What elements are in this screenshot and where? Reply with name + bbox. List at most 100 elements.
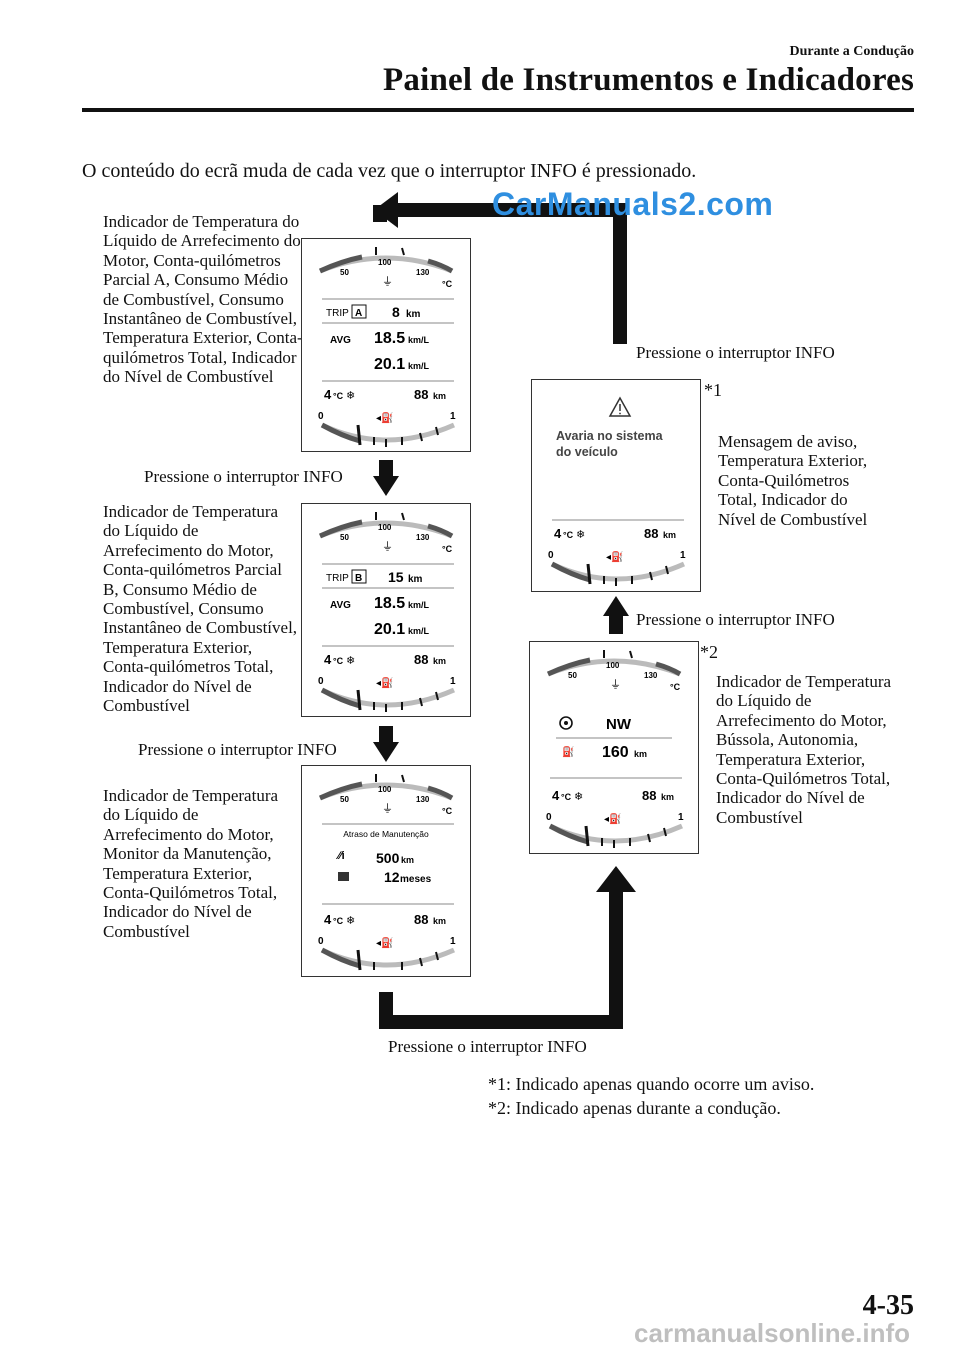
display-trip-b: 50 100 130 °C ⏚ TRIP B 15 km AVG 18.5 km… bbox=[301, 503, 471, 717]
svg-text:0: 0 bbox=[318, 676, 324, 687]
arrow-down-icon bbox=[373, 726, 399, 762]
svg-text:°C: °C bbox=[563, 530, 574, 540]
svg-text:50: 50 bbox=[340, 533, 349, 542]
svg-text:°C: °C bbox=[442, 544, 453, 554]
svg-text:1: 1 bbox=[450, 411, 456, 422]
snowflake-icon: ❄ bbox=[574, 791, 583, 803]
svg-text:km/L: km/L bbox=[408, 335, 430, 345]
svg-text:NW: NW bbox=[606, 716, 632, 733]
fuel-gauge: 0 1 ◂⛽ bbox=[318, 676, 456, 712]
svg-text:18.5: 18.5 bbox=[374, 595, 405, 612]
svg-text:1: 1 bbox=[450, 936, 456, 947]
fuel-gauge: 0 1 ◂⛽ bbox=[318, 936, 456, 971]
fuel-pump-icon: ⛽ bbox=[562, 745, 574, 758]
footnote-1: *1: Indicado apenas quando ocorre um avi… bbox=[488, 1074, 815, 1094]
svg-text:°C: °C bbox=[333, 916, 344, 926]
snowflake-icon: ❄ bbox=[576, 529, 585, 541]
svg-text:km: km bbox=[408, 574, 423, 585]
svg-text:88: 88 bbox=[414, 387, 428, 402]
snowflake-icon: ❄ bbox=[346, 915, 355, 927]
coolant-temp-gauge: 50 100 130 °C ⏚ bbox=[318, 774, 454, 816]
compass-icon bbox=[559, 716, 573, 730]
intro-text: O conteúdo do ecrã muda de cada vez que … bbox=[82, 160, 697, 182]
svg-text:1: 1 bbox=[450, 676, 456, 687]
svg-text:B: B bbox=[355, 573, 362, 584]
svg-text:TRIP: TRIP bbox=[326, 308, 349, 319]
page-title: Painel de Instrumentos e Indicadores bbox=[383, 62, 914, 98]
svg-text:4: 4 bbox=[552, 788, 560, 803]
svg-text:18.5: 18.5 bbox=[374, 330, 405, 347]
press-info-label: Pressione o interruptor INFO bbox=[138, 740, 337, 759]
header-divider bbox=[82, 108, 914, 112]
svg-text:1: 1 bbox=[678, 812, 684, 823]
svg-text:100: 100 bbox=[606, 661, 620, 670]
footer-watermark: carmanualsonline.info bbox=[634, 1318, 910, 1348]
svg-text:km: km bbox=[634, 749, 647, 759]
coolant-temp-gauge: 50 100 130 °C ⏚ bbox=[546, 650, 682, 692]
coolant-icon: ⏚ bbox=[382, 275, 393, 288]
svg-text:130: 130 bbox=[644, 671, 658, 680]
arrow-up-icon bbox=[596, 866, 636, 892]
svg-text:°C: °C bbox=[561, 792, 572, 802]
svg-text:km: km bbox=[406, 309, 421, 320]
press-info-label: Pressione o interruptor INFO bbox=[144, 467, 343, 486]
coolant-temp-gauge: 50 100 130 °C ⏚ bbox=[318, 512, 454, 554]
snowflake-icon: ❄ bbox=[346, 390, 355, 402]
svg-text:88: 88 bbox=[644, 526, 658, 541]
watermark: CarManuals2.com bbox=[492, 186, 774, 222]
svg-text:130: 130 bbox=[416, 268, 430, 277]
svg-text:°C: °C bbox=[442, 806, 453, 816]
svg-text:4: 4 bbox=[324, 387, 332, 402]
svg-text:100: 100 bbox=[378, 523, 392, 532]
warning-triangle-icon bbox=[608, 396, 632, 417]
fuel-pump-icon: ◂⛽ bbox=[376, 936, 393, 949]
svg-text:km: km bbox=[433, 391, 446, 401]
svg-text:20.1: 20.1 bbox=[374, 356, 405, 373]
svg-text:°C: °C bbox=[670, 682, 681, 692]
display-maintenance: 50 100 130 °C ⏚ Atraso de Manutenção ∕∕i… bbox=[301, 765, 471, 977]
svg-text:km/L: km/L bbox=[408, 600, 430, 610]
svg-text:20.1: 20.1 bbox=[374, 621, 405, 638]
description-maintenance: Indicador de Temperatura do Líquido de A… bbox=[103, 786, 279, 941]
page-number: 4-35 bbox=[862, 1290, 914, 1321]
svg-text:100: 100 bbox=[378, 785, 392, 794]
svg-text:km/L: km/L bbox=[408, 626, 430, 636]
svg-text:130: 130 bbox=[416, 533, 430, 542]
fuel-gauge: 0 1 ◂⛽ bbox=[318, 411, 456, 447]
svg-text:88: 88 bbox=[414, 652, 428, 667]
svg-text:50: 50 bbox=[340, 795, 349, 804]
footnote-marker-2: *2 bbox=[700, 642, 718, 662]
display-compass: 50 100 130 °C ⏚ NW ⛽ 160 km 4 °C ❄ 88 km… bbox=[529, 641, 699, 854]
svg-text:km: km bbox=[433, 656, 446, 666]
svg-text:500: 500 bbox=[376, 850, 400, 866]
arrow-down-icon bbox=[373, 460, 399, 496]
fuel-gauge: 0 1 ◂⛽ bbox=[548, 550, 686, 586]
svg-text:100: 100 bbox=[378, 258, 392, 267]
fuel-pump-icon: ◂⛽ bbox=[604, 812, 621, 825]
svg-text:8: 8 bbox=[392, 304, 400, 320]
coolant-icon: ⏚ bbox=[382, 802, 393, 815]
svg-text:km: km bbox=[401, 855, 414, 865]
svg-text:15: 15 bbox=[388, 569, 404, 585]
svg-text:AVG: AVG bbox=[330, 600, 351, 611]
svg-text:0: 0 bbox=[318, 411, 324, 422]
svg-text:km: km bbox=[433, 916, 446, 926]
svg-text:12: 12 bbox=[384, 869, 400, 885]
svg-text:160: 160 bbox=[602, 744, 629, 761]
press-info-label: Pressione o interruptor INFO bbox=[636, 610, 835, 629]
coolant-icon: ⏚ bbox=[610, 678, 621, 691]
svg-text:130: 130 bbox=[416, 795, 430, 804]
fuel-gauge: 0 1 ◂⛽ bbox=[546, 812, 684, 848]
svg-text:0: 0 bbox=[546, 812, 552, 823]
section-label: Durante a Condução bbox=[789, 44, 914, 59]
description-trip-a: Indicador de Temperatura do Líquido de A… bbox=[103, 212, 303, 387]
description-compass: Indicador de Temperatura do Líquido de A… bbox=[716, 672, 892, 827]
svg-text:°C: °C bbox=[442, 279, 453, 289]
svg-text:Avaria no sistema: Avaria no sistema bbox=[556, 429, 664, 443]
svg-text:4: 4 bbox=[324, 912, 332, 927]
svg-text:0: 0 bbox=[318, 936, 324, 947]
svg-text:A: A bbox=[355, 308, 362, 319]
svg-text:meses: meses bbox=[400, 874, 432, 885]
svg-text:°C: °C bbox=[333, 391, 344, 401]
